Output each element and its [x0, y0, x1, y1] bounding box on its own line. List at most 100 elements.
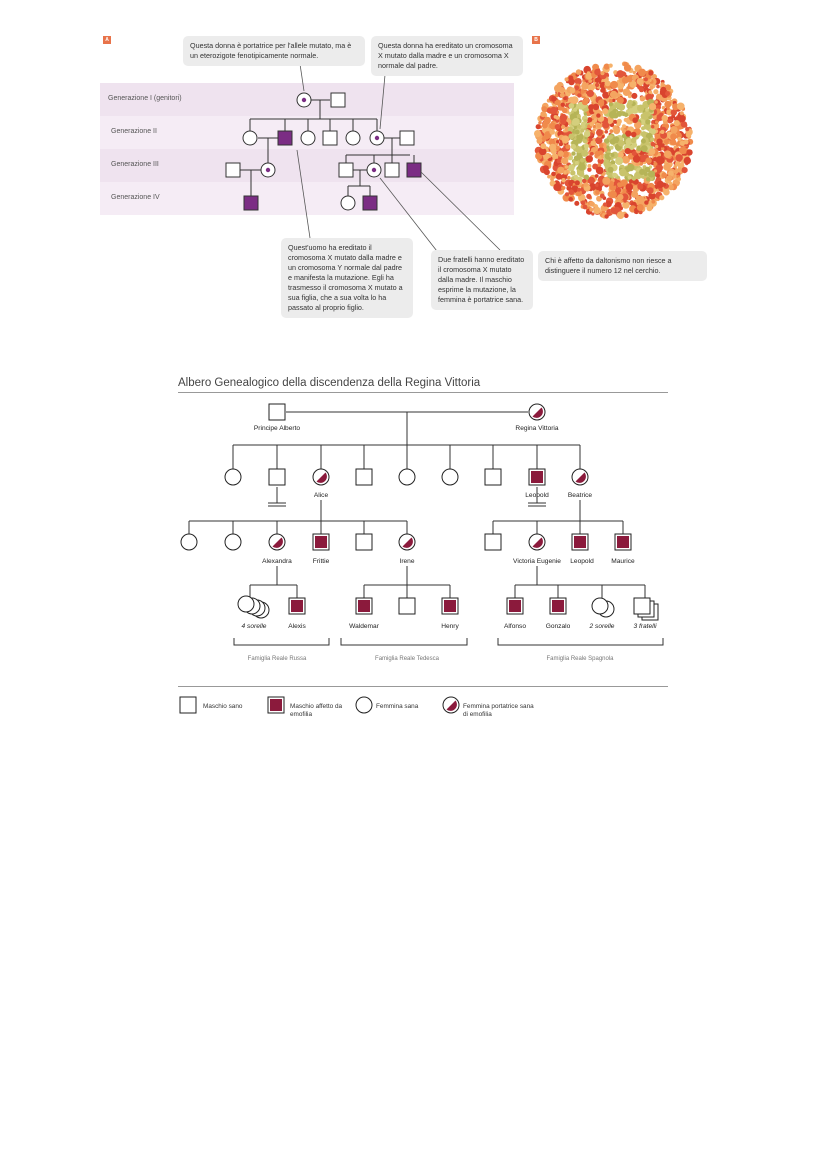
legend-divider	[178, 686, 668, 687]
ishihara-dot	[553, 115, 558, 119]
ishihara-dot	[596, 123, 601, 128]
ishihara-dot	[616, 110, 623, 117]
ishihara-dot	[665, 91, 670, 97]
affected-male-gen4-1	[243, 195, 259, 211]
ishihara-dot	[587, 164, 592, 168]
ishihara-dot	[609, 90, 618, 99]
ishihara-dot	[677, 136, 682, 142]
ishihara-dot	[556, 158, 561, 164]
ishihara-dot	[654, 100, 658, 104]
ishihara-dot	[574, 85, 580, 91]
ishihara-dot	[617, 194, 624, 201]
ishihara-dot	[637, 104, 645, 112]
ishihara-dot	[572, 118, 580, 126]
ishihara-dot	[623, 199, 627, 203]
ishihara-dot	[574, 161, 579, 165]
ishihara-dot	[573, 174, 578, 179]
ishihara-dot	[581, 82, 589, 90]
ishihara-dot	[604, 130, 609, 134]
ishihara-dot	[649, 103, 657, 111]
ishihara-dot	[600, 88, 606, 93]
legend-healthy-female-symbol	[355, 696, 373, 714]
ishihara-dot	[677, 167, 682, 172]
ishihara-dot	[612, 98, 616, 103]
ishihara-dot	[600, 204, 608, 212]
ishihara-dot	[615, 157, 624, 165]
generation-band-4	[100, 182, 514, 215]
ishihara-dot	[608, 63, 613, 68]
ishihara-dot	[580, 200, 586, 206]
node-daughter-3	[441, 468, 459, 486]
ishihara-dot	[616, 118, 622, 124]
ishihara-dot	[660, 86, 667, 93]
ishihara-dot	[594, 174, 599, 178]
ishihara-dot	[609, 190, 617, 199]
ishihara-dot	[685, 127, 690, 132]
ishihara-dot	[666, 106, 670, 111]
ishihara-dot	[622, 201, 630, 209]
ishihara-dot	[655, 165, 660, 170]
ishihara-dot	[561, 178, 566, 183]
ishihara-dot	[595, 166, 604, 175]
ishihara-dot	[583, 130, 591, 138]
ishihara-dot	[605, 200, 612, 208]
ishihara-dot	[683, 156, 691, 165]
ishihara-dot	[595, 183, 599, 187]
node-henry-fill	[444, 600, 456, 612]
male-gen1	[330, 92, 346, 108]
ishihara-dot	[576, 170, 582, 176]
ishihara-dot	[574, 78, 582, 85]
ishihara-dot	[587, 117, 593, 123]
ishihara-dot	[583, 139, 588, 144]
ishihara-dot	[621, 193, 629, 201]
ishihara-dot	[587, 84, 595, 92]
ishihara-dot	[654, 144, 659, 149]
ishihara-dot	[568, 156, 573, 160]
ishihara-dot	[570, 96, 579, 104]
male-gen3-2	[338, 162, 354, 178]
ishihara-dot	[602, 108, 609, 115]
ishihara-dot	[651, 199, 656, 204]
ishihara-dot	[549, 129, 555, 135]
ishihara-dot	[540, 143, 547, 150]
ishihara-dot	[577, 93, 582, 98]
ishihara-dot	[596, 129, 603, 136]
ishihara-dot	[574, 200, 580, 206]
ishihara-dot	[574, 129, 580, 135]
ishihara-dot	[675, 142, 680, 147]
ishihara-dot	[636, 204, 644, 211]
ishihara-dot	[595, 190, 600, 195]
node-waldemar-fill	[358, 600, 370, 612]
ishihara-dot	[625, 183, 634, 191]
generation-label-2: Generazione II	[111, 128, 157, 135]
ishihara-dot	[636, 195, 645, 204]
ishihara-dot	[673, 120, 680, 127]
ishihara-dot	[580, 158, 585, 163]
ishihara-dot	[602, 91, 610, 99]
ishihara-dot	[541, 122, 548, 129]
ishihara-dot	[650, 142, 656, 147]
ishihara-dot	[615, 187, 622, 194]
ishihara-dot	[648, 192, 656, 200]
node-alice-son	[355, 533, 373, 551]
ishihara-dot	[644, 200, 649, 205]
note-carrier-mother: Questa donna è portatrice per l'allele m…	[183, 36, 365, 66]
ishihara-dot	[685, 132, 692, 138]
ishihara-dot	[610, 153, 615, 157]
node-beatrice-fill	[575, 472, 586, 483]
figure-a-badge: A	[103, 36, 111, 44]
ishihara-dot	[632, 70, 636, 75]
node-regina-vittoria-fill	[532, 407, 543, 418]
label-henry: Henry	[441, 623, 459, 630]
ishihara-dot	[653, 89, 659, 95]
legend-carrier-female-label: Femmina portatrice sana di emofilia	[463, 703, 534, 718]
ishihara-dot	[629, 108, 633, 113]
ishihara-dot	[638, 210, 643, 215]
node-alexis-fill	[291, 600, 303, 612]
ishihara-dot	[666, 175, 673, 181]
ishihara-dot	[567, 126, 574, 133]
ishihara-dot	[652, 115, 657, 120]
ishihara-dot	[646, 205, 653, 212]
ishihara-dot	[580, 89, 585, 94]
label-famiglia-spagnola: Famiglia Reale Spagnola	[546, 656, 614, 662]
